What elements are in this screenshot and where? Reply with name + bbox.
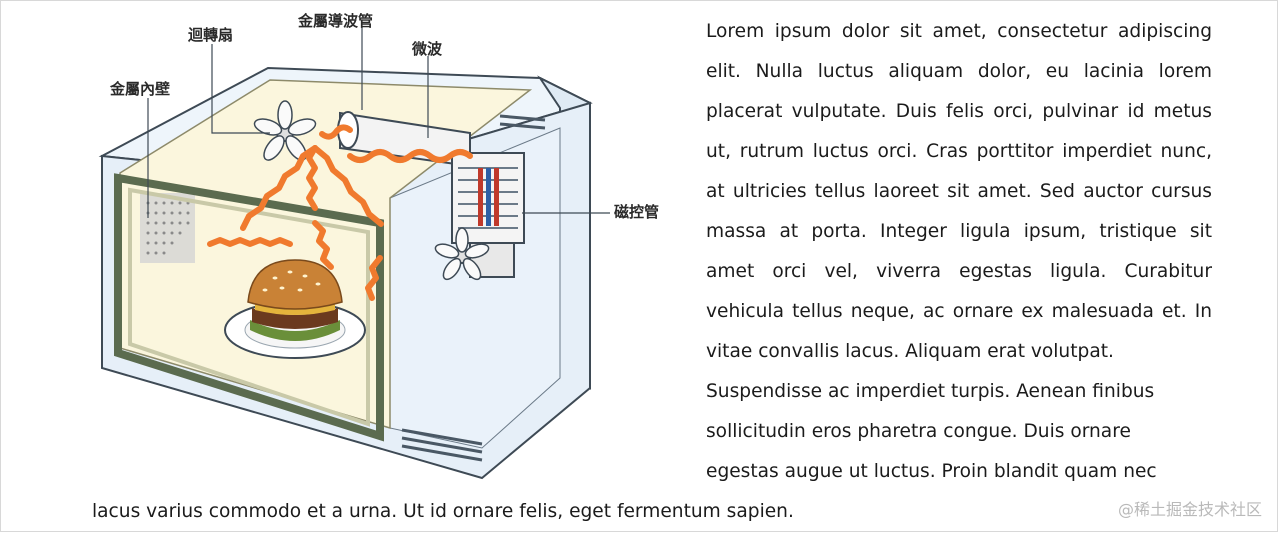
microwave-paths (207, 124, 473, 301)
vent-slot (401, 428, 483, 446)
door-window (128, 187, 370, 427)
microwave-diagram: 金屬內壁 迴轉扇 金屬導波管 微波 磁控管 (90, 8, 690, 486)
hamburger-on-plate (224, 259, 366, 359)
text-line: sollicitudin eros pharetra congue. Duis … (706, 421, 1131, 442)
label-waveguide: 金屬導波管 (297, 12, 373, 30)
text-line-last: lacus varius commodo et a urna. Ut id or… (92, 501, 794, 522)
body-text: Lorem ipsum dolor sit amet, consectetur … (706, 12, 1212, 492)
text-line: placerat vulputate. Duis felis orci, pul… (706, 101, 1212, 122)
text-line: amet orci vel, viverra egestas ligula. C… (706, 261, 1212, 282)
text-line: at ultricies tellus laoreet sit amet. Se… (706, 181, 1212, 202)
text-line: egestas augue ut luctus. Proin blandit q… (706, 461, 1157, 482)
vent-slot (401, 444, 483, 462)
label-inner-wall: 金屬內壁 (109, 80, 170, 98)
vent-slot (401, 436, 483, 454)
text-line: vitae convallis lacus. Aliquam erat volu… (706, 341, 1114, 362)
watermark: @稀土掘金技术社区 (1117, 500, 1262, 519)
label-microwave: 微波 (411, 40, 443, 58)
text-line: Suspendisse ac imperdiet turpis. Aenean … (706, 381, 1155, 402)
text-line: ut, rutrum luctus orci. Cras porttitor i… (706, 141, 1212, 162)
vent-slot (499, 122, 546, 130)
leader-lines (147, 26, 610, 218)
perforated-wall (140, 193, 195, 263)
door-frame (114, 173, 384, 442)
text-line: Lorem ipsum dolor sit amet, consectetur … (706, 21, 1212, 42)
label-fan: 迴轉扇 (187, 26, 233, 44)
text-line: massa at porta. Integer ligula ipsum, tr… (706, 221, 1212, 242)
label-magnetron: 磁控管 (614, 203, 659, 221)
vent-slot (499, 114, 546, 122)
text-line: elit. Nulla luctus aliquam dolor, eu lac… (706, 61, 1212, 82)
text-line: vehicula tellus neque, ac ornare ex male… (706, 301, 1212, 322)
cooling-fan (434, 227, 490, 281)
